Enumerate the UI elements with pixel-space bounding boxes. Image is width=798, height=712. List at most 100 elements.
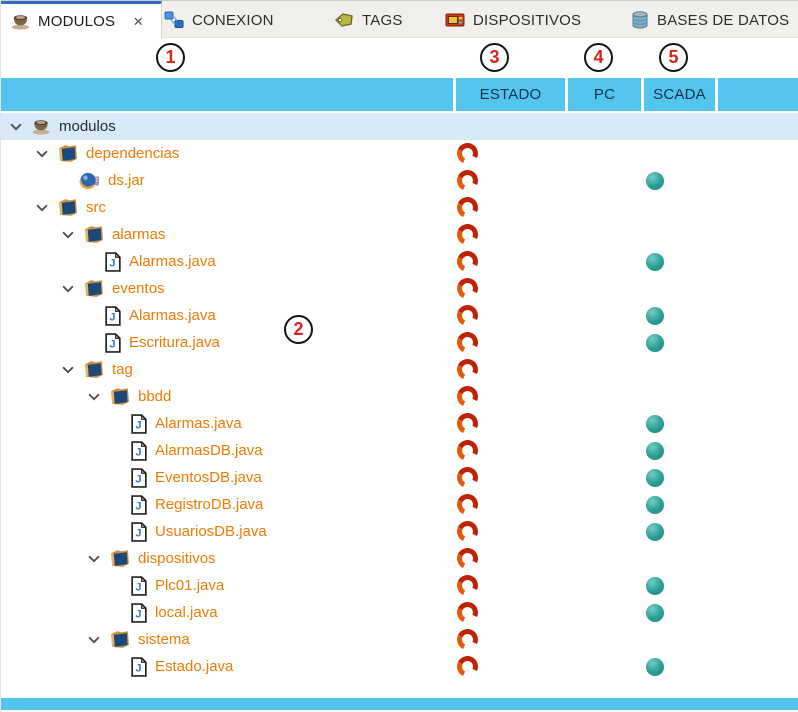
chevron-down-icon[interactable] (87, 636, 100, 644)
tree-row[interactable]: tag (1, 356, 798, 383)
scada-cell (641, 113, 718, 140)
pc-cell (565, 329, 641, 356)
pc-cell (565, 599, 641, 626)
tree-row[interactable]: sistema (1, 626, 798, 653)
svg-text:J: J (135, 446, 141, 458)
estado-busy-icon (454, 464, 481, 491)
chevron-down-icon[interactable] (61, 231, 74, 239)
tree-row[interactable]: modulos (1, 113, 798, 140)
tree-row[interactable]: bbdd (1, 383, 798, 410)
tree-node: src (1, 194, 487, 221)
folder-icon (57, 198, 78, 217)
database-icon (631, 11, 649, 29)
chevron-down-icon[interactable] (61, 285, 74, 293)
tree-row-label: Estado.java (155, 658, 234, 675)
bottom-scroll-bar[interactable] (1, 698, 798, 710)
scada-cell (641, 383, 718, 410)
estado-busy-icon (454, 491, 481, 518)
chevron-down-icon[interactable] (9, 123, 22, 131)
estado-cell (453, 167, 565, 194)
svg-text:J: J (109, 338, 115, 350)
tree-row-label: UsuariosDB.java (155, 523, 267, 540)
estado-cell (453, 572, 565, 599)
estado-cell (453, 140, 565, 167)
tree-row-label: sistema (138, 631, 190, 648)
tree-node: modulos (1, 113, 461, 140)
tab-dispositivos[interactable]: DISPOSITIVOS (445, 1, 581, 39)
scada-on-icon (646, 306, 664, 325)
coffee-cup-icon (31, 118, 51, 135)
scada-cell (641, 302, 718, 329)
chevron-down-icon[interactable] (87, 555, 100, 563)
tab-tags[interactable]: TAGS (334, 1, 403, 39)
pc-cell (565, 221, 641, 248)
device-icon (445, 12, 465, 28)
pc-cell (565, 653, 641, 680)
pc-cell (565, 410, 641, 437)
chevron-down-icon[interactable] (35, 150, 48, 158)
chevron-down-icon[interactable] (35, 204, 48, 212)
tree-row-label: ds.jar (108, 172, 145, 189)
tree-row[interactable]: dispositivos (1, 545, 798, 572)
tree-row[interactable]: J UsuariosDB.java (1, 518, 798, 545)
tree-row-label: eventos (112, 280, 165, 297)
tree-node: ds.jar (1, 167, 513, 194)
scada-cell (641, 518, 718, 545)
scada-cell (641, 572, 718, 599)
java-file-icon: J (105, 305, 121, 326)
tab-conexion[interactable]: CONEXION (164, 1, 274, 39)
jar-file-icon (79, 171, 100, 190)
estado-cell (453, 356, 565, 383)
tab-modulos[interactable]: MODULOS × (1, 1, 162, 39)
chevron-down-icon[interactable] (87, 393, 100, 401)
folder-icon (83, 279, 104, 298)
pc-cell (565, 194, 641, 221)
svg-text:J: J (135, 662, 141, 674)
scada-cell (641, 140, 718, 167)
estado-cell (453, 221, 565, 248)
tree-row[interactable]: J Estado.java (1, 653, 798, 680)
estado-cell (453, 329, 565, 356)
java-file-icon: J (105, 332, 121, 353)
estado-busy-icon (454, 302, 481, 329)
tree-row-label: RegistroDB.java (155, 496, 264, 513)
estado-busy-icon (454, 437, 481, 464)
tree-row-label: tag (112, 361, 133, 378)
java-file-icon: J (131, 602, 147, 623)
close-icon[interactable]: × (133, 12, 144, 31)
estado-busy-icon (454, 356, 481, 383)
estado-cell (453, 545, 565, 572)
estado-cell (453, 113, 565, 140)
svg-text:J: J (135, 500, 141, 512)
pc-cell (565, 545, 641, 572)
svg-text:J: J (135, 608, 141, 620)
scada-on-icon (646, 495, 664, 514)
tree-node: tag (1, 356, 513, 383)
chevron-down-icon[interactable] (61, 366, 74, 374)
tree-row[interactable]: dependencias (1, 140, 798, 167)
java-file-icon: J (131, 494, 147, 515)
tree-row[interactable]: alarmas (1, 221, 798, 248)
tree-row[interactable]: ds.jar (1, 167, 798, 194)
java-file-icon: J (131, 521, 147, 542)
scada-cell (641, 653, 718, 680)
scada-cell (641, 626, 718, 653)
pc-cell (565, 140, 641, 167)
tree-row[interactable]: src (1, 194, 798, 221)
tree-row[interactable]: J RegistroDB.java (1, 491, 798, 518)
tab-bases-de-datos[interactable]: BASES DE DATOS (631, 1, 789, 39)
column-header-bar: ESTADO PC SCADA (1, 78, 798, 111)
folder-icon (83, 225, 104, 244)
tree-row[interactable]: eventos (1, 275, 798, 302)
java-file-icon: J (105, 251, 121, 272)
